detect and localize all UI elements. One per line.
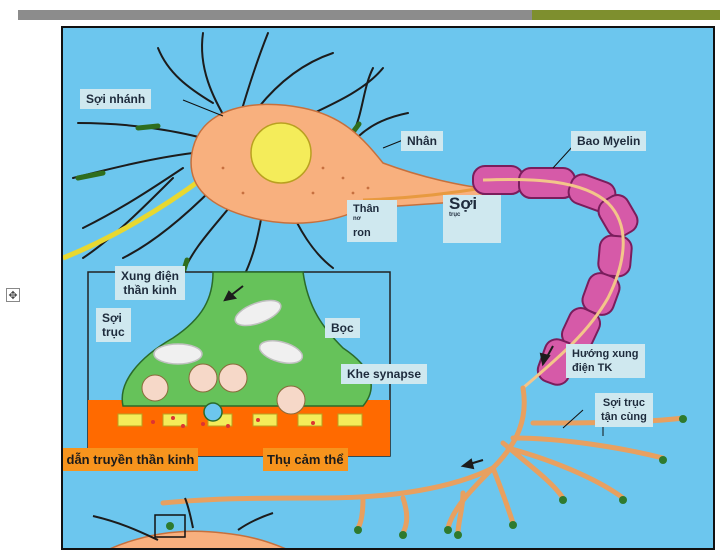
- label-impulse-direction: Hướng xung điện TK: [566, 344, 645, 378]
- label-axon-main-big: Sợi: [449, 194, 477, 213]
- label-impulse-direction-line1: Hướng xung: [572, 347, 639, 361]
- label-axon-terminal-line1: Sợi trục: [601, 396, 647, 410]
- label-cell-body: Thân nơ ron: [347, 200, 397, 242]
- neuron-diagram[interactable]: Sợi nhánh Nhân Bao Myelin Thân nơ ron Sợ…: [61, 26, 715, 550]
- label-axon-terminal-line2: tận cùng: [601, 410, 647, 424]
- label-axon-inset: Sợi trục: [96, 308, 131, 342]
- label-nerve-impulse-line2: thần kinh: [121, 283, 179, 297]
- label-axon-inset-line1: Sợi: [102, 311, 125, 325]
- label-myelin-sheath: Bao Myelin: [571, 131, 646, 151]
- label-axon-main-small: trục: [449, 212, 495, 219]
- label-cell-body-line3: ron: [353, 222, 391, 240]
- label-receptor: Thụ cảm thể: [263, 448, 348, 471]
- label-cell-body-line1: Thân: [353, 202, 391, 216]
- label-synaptic-cleft: Khe synapse: [341, 364, 427, 384]
- label-axon-main: Sợi trục: [443, 195, 501, 243]
- label-vesicle: Bọc: [325, 318, 360, 338]
- label-dendrite: Sợi nhánh: [80, 89, 151, 109]
- label-nucleus: Nhân: [401, 131, 443, 151]
- move-icon[interactable]: ✥: [6, 288, 20, 302]
- label-neurotransmitter: Chất dẫn truyền thần kinh: [61, 448, 198, 471]
- label-impulse-direction-line2: điện TK: [572, 361, 639, 375]
- slide-top-bar: [18, 10, 720, 20]
- label-nerve-impulse: Xung điện thần kinh: [115, 266, 185, 300]
- label-nerve-impulse-line1: Xung điện: [121, 269, 179, 283]
- label-axon-inset-line2: trục: [102, 325, 125, 339]
- label-axon-terminal: Sợi trục tận cùng: [595, 393, 653, 427]
